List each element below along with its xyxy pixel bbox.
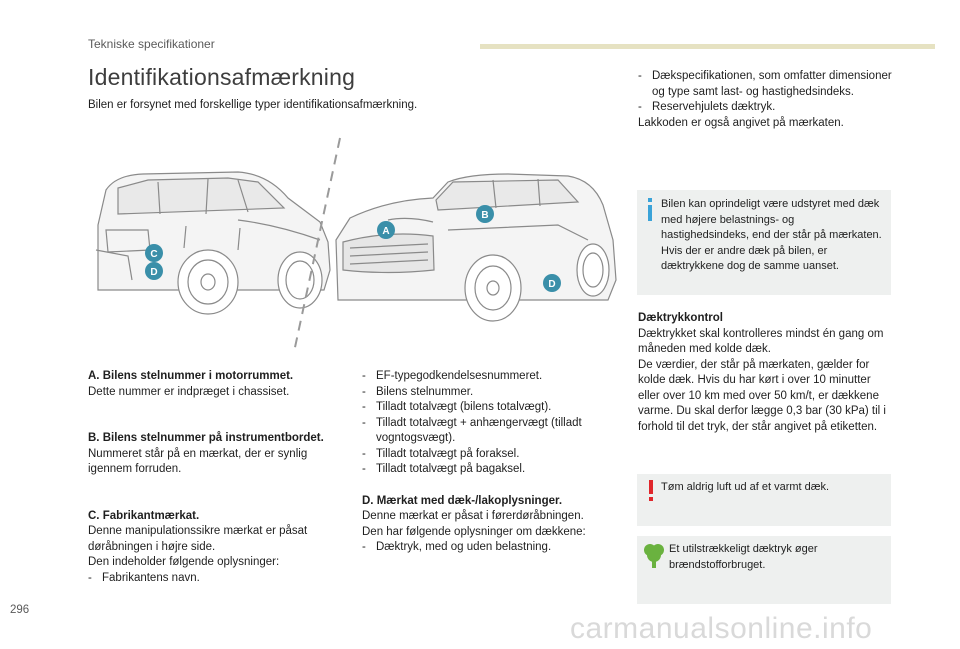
header-bar (480, 44, 935, 49)
section-d-title: D. Mærkat med dæk-/lakoplysninger. (362, 494, 563, 507)
list-item: Tilladt totalvægt + anhængervægt (tillad… (362, 416, 610, 447)
tyre-text-2: De værdier, der står på mærkaten, gælder… (638, 358, 886, 433)
list-item: Fabrikantens navn. (88, 571, 350, 587)
page-title: Identifikationsafmærkning (88, 64, 356, 90)
info-box-text: Bilen kan oprindeligt være udstyret med … (661, 198, 882, 272)
left-car-drawing (95, 171, 331, 315)
svg-text:D: D (548, 279, 555, 290)
eco-tree-icon (644, 544, 664, 568)
svg-text:C: C (150, 249, 157, 260)
section-c-text: Denne manipulationssikre mærkat er påsat… (88, 525, 308, 553)
svg-text:D: D (150, 267, 157, 278)
section-a-text: Dette nummer er indpræget i chassiset. (88, 385, 290, 398)
car-illustration: C D A B D (95, 137, 617, 353)
intro-text: Bilen er forsynet med forskellige typer … (88, 99, 418, 111)
column-3-top: Dækspecifikationen, som omfatter dimensi… (638, 69, 892, 131)
svg-text:B: B (481, 210, 488, 221)
marker-b: B (476, 205, 494, 223)
section-a-title: A. Bilens stelnummer i motorrummet. (88, 370, 294, 382)
section-d-text-2: Den har følgende oplysninger om dækkene: (362, 525, 586, 538)
warning-box-text: Tøm aldrig luft ud af et varmt dæk. (661, 481, 830, 493)
section-d-text: Denne mærkat er påsat i førerdøråbningen… (362, 510, 584, 522)
eco-box-text: Et utilstrækkeligt dæktryk øger brændsto… (669, 543, 818, 571)
right-car-drawing (335, 173, 617, 322)
list-item: Tilladt totalvægt (bilens totalvægt). (362, 400, 610, 416)
section-b-title: B. Bilens stelnummer på instrumentbordet… (88, 432, 324, 444)
info-box: Bilen kan oprindeligt være udstyret med … (637, 190, 891, 295)
marker-c: C (145, 244, 163, 262)
marker-d-left: D (145, 262, 163, 280)
list-item: Tilladt totalvægt på foraksel. (362, 447, 610, 463)
marker-d-right: D (543, 274, 561, 292)
watermark: carmanualsonline.info (570, 612, 873, 645)
info-icon (648, 198, 652, 221)
section-label: Tekniske specifikationer (88, 37, 215, 51)
column-2: EF-typegodkendelsesnummeret. Bilens stel… (362, 369, 610, 556)
list-item: Reservehjulets dæktryk. (638, 100, 892, 116)
lak-text: Lakkoden er også angivet på mærkaten. (638, 116, 844, 129)
svg-text:A: A (382, 226, 389, 237)
list-item: EF-typegodkendelsesnummeret. (362, 369, 610, 385)
list-item: Bilens stelnummer. (362, 385, 610, 401)
column-1: A. Bilens stelnummer i motorrummet. Dett… (88, 369, 350, 586)
tyre-text: Dæktrykket skal kontrolleres mindst én g… (638, 327, 884, 356)
tyre-title: Dæktrykkontrol (638, 312, 723, 324)
list-item: Dækspecifikationen, som omfatter dimensi… (638, 69, 892, 100)
divider-line (293, 137, 341, 353)
column-3-tyre: Dæktrykkontrol Dæktrykket skal kontrolle… (638, 311, 892, 435)
section-c-text-2: Den indeholder følgende oplysninger: (88, 556, 280, 568)
section-c-title: C. Fabrikantmærkat. (88, 509, 200, 522)
page-number: 296 (10, 604, 30, 616)
warning-icon (649, 480, 653, 501)
list-item: Dæktryk, med og uden belastning. (362, 540, 610, 556)
eco-box: Et utilstrækkeligt dæktryk øger brændsto… (637, 536, 891, 604)
list-item: Tilladt totalvægt på bagaksel. (362, 462, 610, 478)
section-b-text: Nummeret står på en mærkat, der er synli… (88, 447, 308, 476)
marker-a: A (377, 221, 395, 239)
warning-box: Tøm aldrig luft ud af et varmt dæk. (637, 474, 891, 526)
